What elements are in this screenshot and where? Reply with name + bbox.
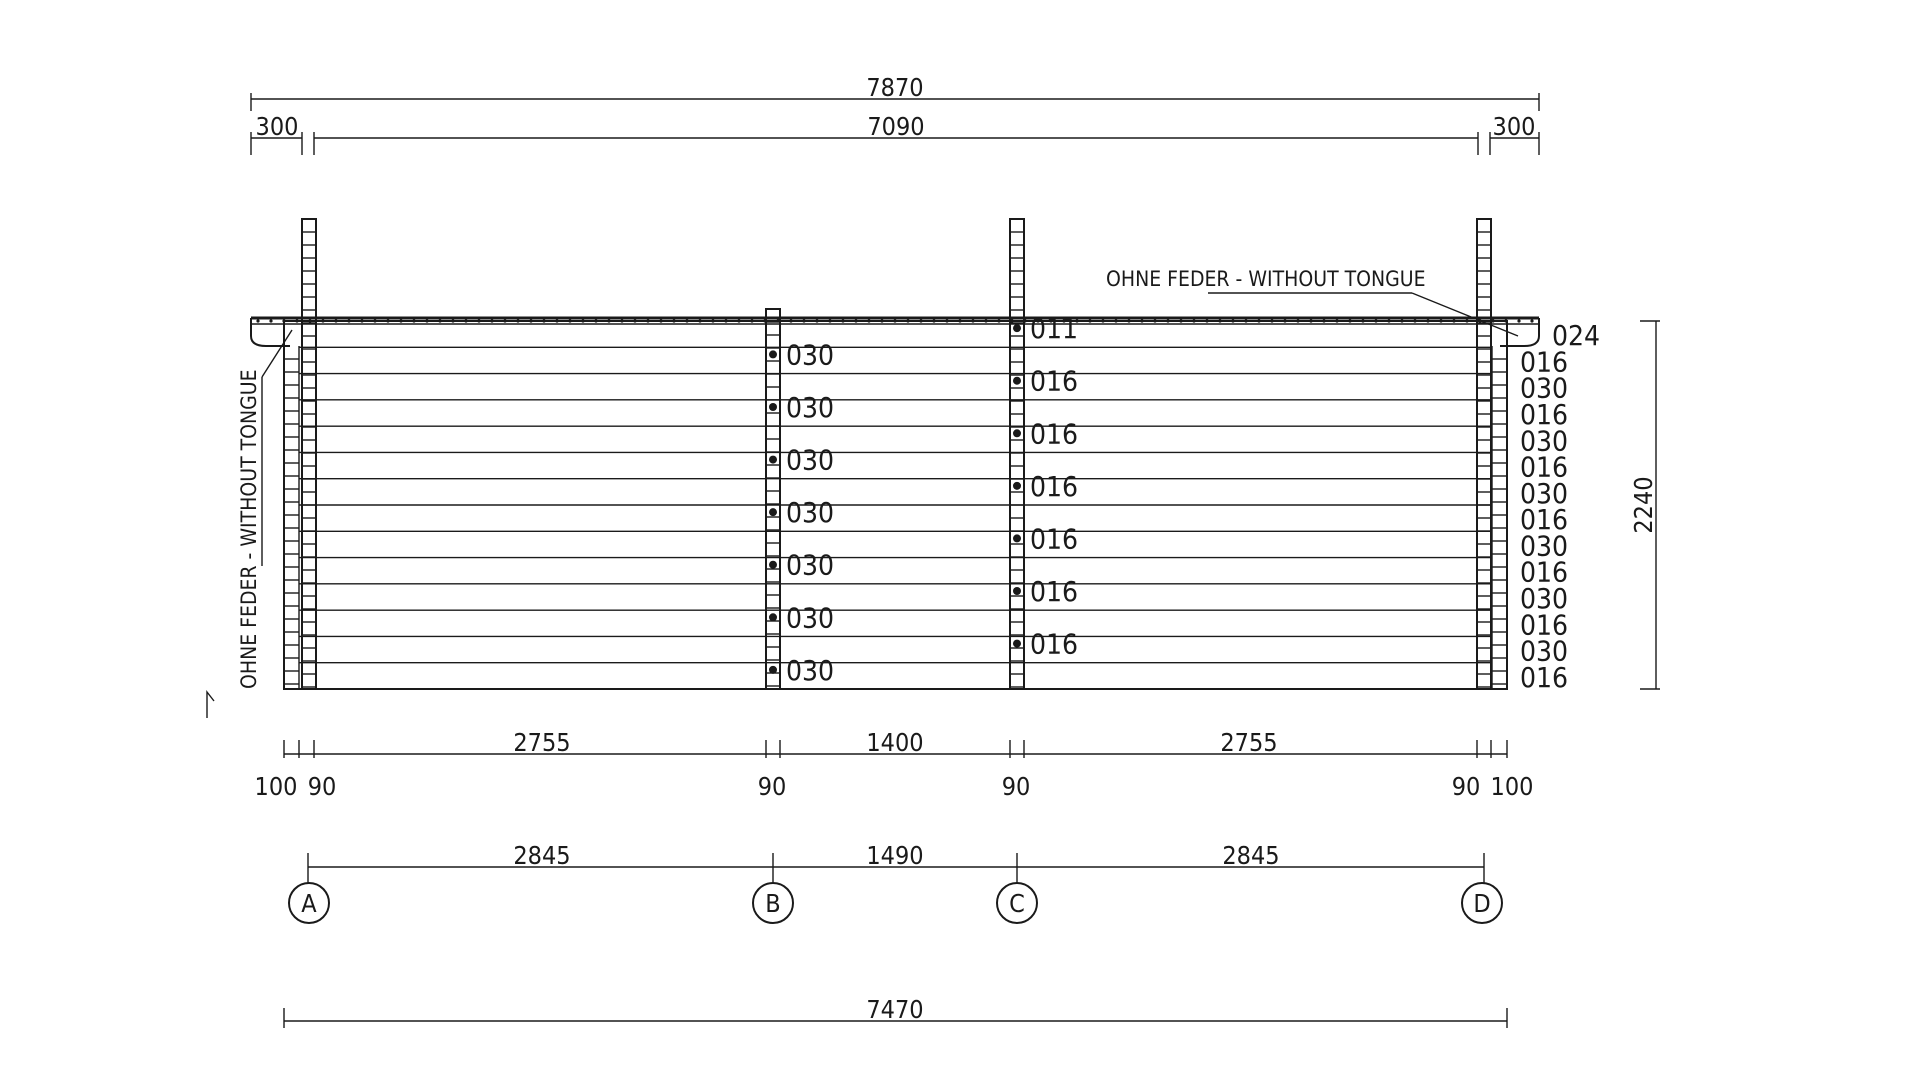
label-right-course: 030 (1520, 477, 1568, 510)
label-right-course: 016 (1520, 503, 1568, 536)
label-post-b: 030 (786, 549, 834, 582)
dim-text-post-b: 90 (758, 772, 787, 801)
label-right-course: 016 (1520, 661, 1568, 694)
label-right-course: 016 (1520, 398, 1568, 431)
dimension-post-widths: 100 90 90 90 90 100 (255, 772, 1534, 801)
post-b-labels: 030 030 030 030 030 030 030 (769, 338, 834, 687)
label-right-course: 030 (1520, 424, 1568, 457)
label-right-course: 016 (1520, 556, 1568, 589)
label-right-course: 016 (1520, 345, 1568, 378)
svg-text:B: B (765, 889, 780, 918)
svg-text:C: C (1009, 889, 1025, 918)
dim-text-height: 2240 (1629, 476, 1658, 533)
dim-text-axis-bc: 1490 (866, 841, 923, 870)
dim-text-axis-ab: 2845 (513, 841, 570, 870)
label-post-b: 030 (786, 654, 834, 687)
dim-text-span-top: 7090 (867, 112, 924, 141)
section-arrow-icon (206, 689, 215, 718)
svg-text:D: D (1473, 889, 1490, 918)
dim-text-overall-bottom: 7470 (866, 995, 923, 1024)
label-post-c: 016 (1030, 365, 1078, 398)
dimension-top-segments: 300 7090 300 (250, 112, 1540, 155)
dim-text-axis-cd: 2845 (1222, 841, 1279, 870)
overhang-right-end (1500, 318, 1540, 347)
label-post-b: 030 (786, 601, 834, 634)
post-d (1476, 218, 1492, 690)
grid-axis-c: C (996, 882, 1038, 924)
label-post-b: 030 (786, 338, 834, 371)
grid-axis-a: A (288, 882, 330, 924)
note-left-vertical: OHNE FEDER - WITHOUT TONGUE (206, 329, 293, 718)
label-right-course: 016 (1520, 451, 1568, 484)
label-post-b: 030 (786, 444, 834, 477)
label-right-course: 030 (1520, 529, 1568, 562)
dim-text-overall-top: 7870 (866, 73, 923, 102)
note-text-top-right: OHNE FEDER - WITHOUT TONGUE (1106, 267, 1426, 291)
label-right-course: 024 (1552, 319, 1600, 352)
label-post-b: 030 (786, 496, 834, 529)
post-c-labels: 011 016 016 016 016 016 016 (1013, 312, 1078, 661)
dim-text-bay-3: 2755 (1220, 728, 1277, 757)
dim-text-post-a: 90 (308, 772, 337, 801)
dim-text-bay-2: 1400 (866, 728, 923, 757)
note-text-left-vertical: OHNE FEDER - WITHOUT TONGUE (237, 369, 261, 689)
dim-text-overhang-left: 300 (256, 112, 299, 141)
dimension-overall-top: 7870 (250, 73, 1540, 111)
top-plate-nails (256, 319, 1534, 323)
posts (284, 218, 1507, 690)
overhang-left-end (250, 318, 290, 347)
grid-axis-markers: A B C D (288, 882, 1503, 924)
label-right-course: 030 (1520, 635, 1568, 668)
label-right-course: 030 (1520, 372, 1568, 405)
label-post-c: 016 (1030, 575, 1078, 608)
label-post-c: 016 (1030, 417, 1078, 450)
dimension-overall-bottom: 7470 (283, 995, 1508, 1028)
wall-elevation (250, 316, 1540, 690)
post-a (301, 218, 317, 690)
label-right-course: 016 (1520, 608, 1568, 641)
label-post-c: 016 (1030, 522, 1078, 555)
note-top-right: OHNE FEDER - WITHOUT TONGUE (1106, 267, 1519, 337)
label-post-c: 011 (1030, 312, 1078, 345)
label-post-c: 016 (1030, 470, 1078, 503)
post-b (765, 308, 781, 690)
log-courses (299, 346, 1492, 664)
svg-text:A: A (301, 889, 317, 918)
dim-text-bay-1: 2755 (513, 728, 570, 757)
label-right-course: 030 (1520, 582, 1568, 615)
dim-text-end-right: 100 (1491, 772, 1534, 801)
label-post-b: 030 (786, 391, 834, 424)
dim-text-post-c: 90 (1002, 772, 1031, 801)
grid-axis-d: D (1461, 882, 1503, 924)
label-post-c: 016 (1030, 628, 1078, 661)
post-c (1009, 218, 1025, 690)
grid-axis-b: B (752, 882, 794, 924)
dim-text-overhang-right: 300 (1493, 112, 1536, 141)
dim-text-post-d: 90 (1452, 772, 1481, 801)
right-edge-labels: 0240160300160300160300160300160300160300… (1520, 319, 1600, 694)
dim-text-end-left: 100 (255, 772, 298, 801)
dimension-bays-clear: 2755 1400 2755 (283, 728, 1508, 758)
dimension-axis-spans: 2845 1490 2845 (307, 841, 1485, 885)
dimension-height-right: 2240 (1629, 320, 1660, 690)
